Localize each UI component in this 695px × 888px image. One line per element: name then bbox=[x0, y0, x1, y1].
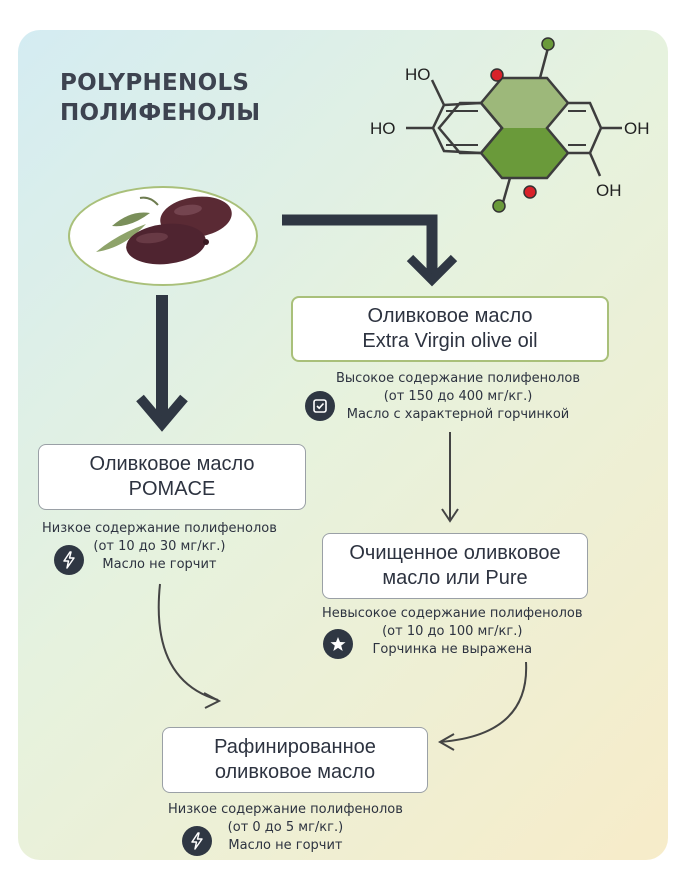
note-line: Горчинка не выражена bbox=[372, 642, 533, 657]
note-line: Масло не горчит bbox=[228, 838, 343, 853]
upper-ring-fill bbox=[481, 78, 568, 128]
checkbox-icon bbox=[305, 391, 335, 421]
note-line: Масло не горчит bbox=[102, 557, 217, 572]
star-icon bbox=[323, 629, 353, 659]
note-line: Низкое содержание полифенолов bbox=[42, 521, 277, 536]
node-pure-line1: Очищенное оливковое bbox=[349, 542, 561, 564]
node-extra-virgin: Оливковое масло Extra Virgin olive oil bbox=[291, 296, 609, 362]
lower-ring-fill bbox=[481, 128, 568, 178]
node-pomace-line2: POMACE bbox=[128, 478, 216, 500]
arrow-to-extra-virgin bbox=[282, 214, 438, 275]
note-refined: Низкое содержание полифенолов (от 0 до 5… bbox=[168, 801, 403, 855]
oxygen-atom-icon bbox=[541, 37, 555, 51]
note-line: Невысокое содержание полифенолов bbox=[322, 606, 583, 621]
note-line: Высокое содержание полифенолов bbox=[336, 371, 581, 386]
node-refined-line1: Рафинированное bbox=[214, 736, 376, 758]
ho-label-left: HO bbox=[370, 119, 396, 138]
node-refined: Рафинированное оливковое масло bbox=[162, 727, 428, 793]
oh-label-bottom: OH bbox=[596, 181, 622, 200]
olives-frame bbox=[68, 186, 258, 286]
note-pomace: Низкое содержание полифенолов (от 10 до … bbox=[42, 520, 277, 574]
lightning-icon bbox=[54, 545, 84, 575]
title-russian: ПОЛИФЕНОЛЫ bbox=[60, 100, 261, 126]
node-extra-virgin-line1: Оливковое масло bbox=[367, 305, 533, 327]
note-pure: Невысокое содержание полифенолов (от 10 … bbox=[322, 605, 583, 659]
title-english: POLYPHENOLS bbox=[60, 70, 250, 96]
note-extra-virgin: Высокое содержание полифенолов (от 150 д… bbox=[336, 370, 580, 424]
ho-label-top: HO bbox=[405, 65, 431, 84]
node-refined-line2: оливковое масло bbox=[214, 761, 376, 783]
node-extra-virgin-line2: Extra Virgin olive oil bbox=[362, 330, 538, 352]
note-line: (от 0 до 5 мг/кг.) bbox=[227, 820, 344, 835]
node-pomace: Оливковое масло POMACE bbox=[38, 444, 306, 510]
note-line: (от 150 до 400 мг/кг.) bbox=[383, 389, 533, 404]
olive-leaf-icon bbox=[96, 196, 159, 252]
arrow-pomace-to-refined bbox=[157, 583, 219, 701]
node-pomace-line1: Оливковое масло bbox=[89, 453, 255, 475]
oxygen-atom-icon bbox=[490, 68, 504, 82]
oh-label-right: OH bbox=[624, 119, 650, 138]
olive-icon bbox=[126, 223, 206, 265]
oxygen-atom-icon bbox=[523, 185, 537, 199]
note-line: Низкое содержание полифенолов bbox=[168, 802, 403, 817]
arrow-pure-to-refined bbox=[439, 661, 528, 743]
lightning-icon bbox=[182, 826, 212, 856]
node-pure-line2: масло или Pure bbox=[382, 567, 528, 589]
oxygen-atom-icon bbox=[492, 199, 506, 213]
note-line: (от 10 до 30 мг/кг.) bbox=[93, 539, 226, 554]
node-pure: Очищенное оливковое масло или Pure bbox=[322, 533, 588, 599]
note-line: Масло с характерной горчинкой bbox=[346, 407, 570, 422]
note-line: (от 10 до 100 мг/кг.) bbox=[382, 624, 523, 639]
